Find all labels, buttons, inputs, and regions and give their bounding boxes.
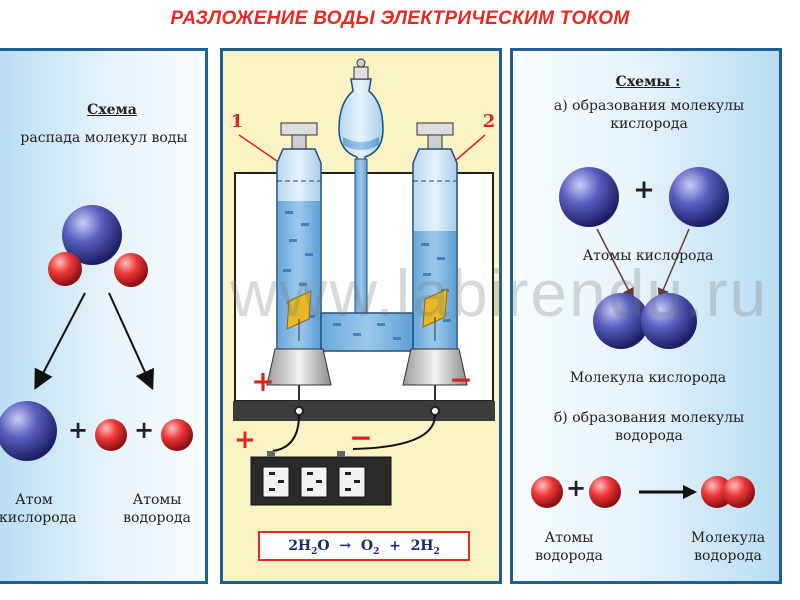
h-atoms-label-line1: Атомы — [544, 530, 594, 546]
left-electrode — [286, 290, 312, 330]
arrow-to-molecule-icon — [596, 228, 634, 301]
h2-molecule-atom-left — [701, 476, 733, 508]
part-a-line1: а) образования молекулы — [553, 98, 745, 114]
arrow-right-icon — [108, 292, 154, 391]
h2-molecule-label-line1: Молекула — [690, 530, 766, 546]
o2-molecule-atom-left — [593, 293, 649, 349]
left-stopper — [266, 348, 332, 386]
funnel — [338, 78, 384, 164]
arrow-to-molecule-icon — [657, 228, 690, 301]
oxygen-molecule-label: Молекула кислорода — [569, 370, 727, 386]
tube-label-2: 2 — [482, 111, 496, 132]
page-title: РАЗЛОЖЕНИЕ ВОДЫ ЭЛЕКТРИЧЕСКИМ ТОКОМ — [170, 8, 630, 29]
oxygen-atom-left — [559, 167, 619, 227]
water-oxygen-atom — [62, 205, 122, 265]
center-column — [354, 158, 368, 314]
wire-negative — [352, 414, 436, 450]
right-terminal — [430, 406, 440, 416]
left-tube-valve — [280, 122, 318, 136]
connecting-tube — [320, 312, 414, 352]
panel-molecule-formation: Схемы : а) образования молекулы кислород… — [510, 48, 782, 584]
plus-sign: + — [633, 175, 655, 205]
molecule-formation-diagram — [531, 167, 755, 508]
reaction-equation: 2H2O → O2 + 2H2 — [258, 531, 470, 561]
anode-sign: + — [251, 365, 275, 398]
water-hydrogen-atom-left — [48, 252, 82, 286]
panel-water-decay: Схема распада молекул воды + + Атом кисл… — [0, 48, 208, 584]
oxygen-label-line2: кислорода — [0, 510, 77, 526]
battery-minus-sign: − — [349, 421, 373, 454]
hydrogen-atom-2 — [161, 419, 193, 451]
tube-label-1: 1 — [230, 111, 244, 132]
right-stopper — [402, 348, 468, 386]
funnel-stopper-knob — [356, 58, 366, 68]
o2-molecule-atom-right — [641, 293, 697, 349]
plus-sign: + — [133, 415, 155, 444]
right-electrode — [422, 288, 448, 328]
cathode-sign: − — [449, 363, 473, 396]
battery-plus-sign: + — [234, 425, 256, 455]
h-atom-right — [589, 476, 621, 508]
plus-sign: + — [565, 473, 587, 502]
h-atoms-label-line2: водорода — [535, 548, 603, 564]
panel-electrolysis-apparatus: 1 2 + − + − 2H2O → O2 + 2H2 — [220, 48, 502, 584]
arrow-left-icon — [34, 292, 86, 390]
part-b-line1: б) образования молекулы — [553, 410, 745, 426]
funnel-stopper — [353, 66, 369, 80]
left-subheading: распада молекул воды — [20, 130, 188, 146]
electrolysis-apparatus-diagram — [233, 58, 495, 506]
right-tube-valve — [416, 122, 454, 136]
wire-positive — [272, 414, 300, 452]
water-hydrogen-atom-right — [114, 253, 148, 287]
oxygen-atom — [0, 401, 57, 461]
hydrogen-atom-1 — [95, 419, 127, 451]
left-heading: Схема — [87, 102, 137, 118]
oxygen-atom-right — [669, 167, 729, 227]
right-heading: Схемы : — [615, 74, 681, 90]
part-b-line2: водорода — [615, 428, 683, 444]
h2-molecule-label-line2: водорода — [694, 548, 762, 564]
battery-cells — [262, 466, 366, 498]
part-a-line2: кислорода — [610, 116, 688, 132]
hydrogen-label-line1: Атомы — [132, 492, 182, 508]
left-terminal — [294, 406, 304, 416]
h2-molecule-atom-right — [723, 476, 755, 508]
water-decay-diagram — [0, 205, 193, 461]
plus-sign: + — [67, 415, 89, 444]
h-atom-left — [531, 476, 563, 508]
oxygen-label-line1: Атом — [15, 492, 53, 508]
oxygen-atoms-label: Атомы кислорода — [582, 248, 714, 264]
hydrogen-label-line2: водорода — [123, 510, 191, 526]
base-beam — [233, 401, 495, 421]
